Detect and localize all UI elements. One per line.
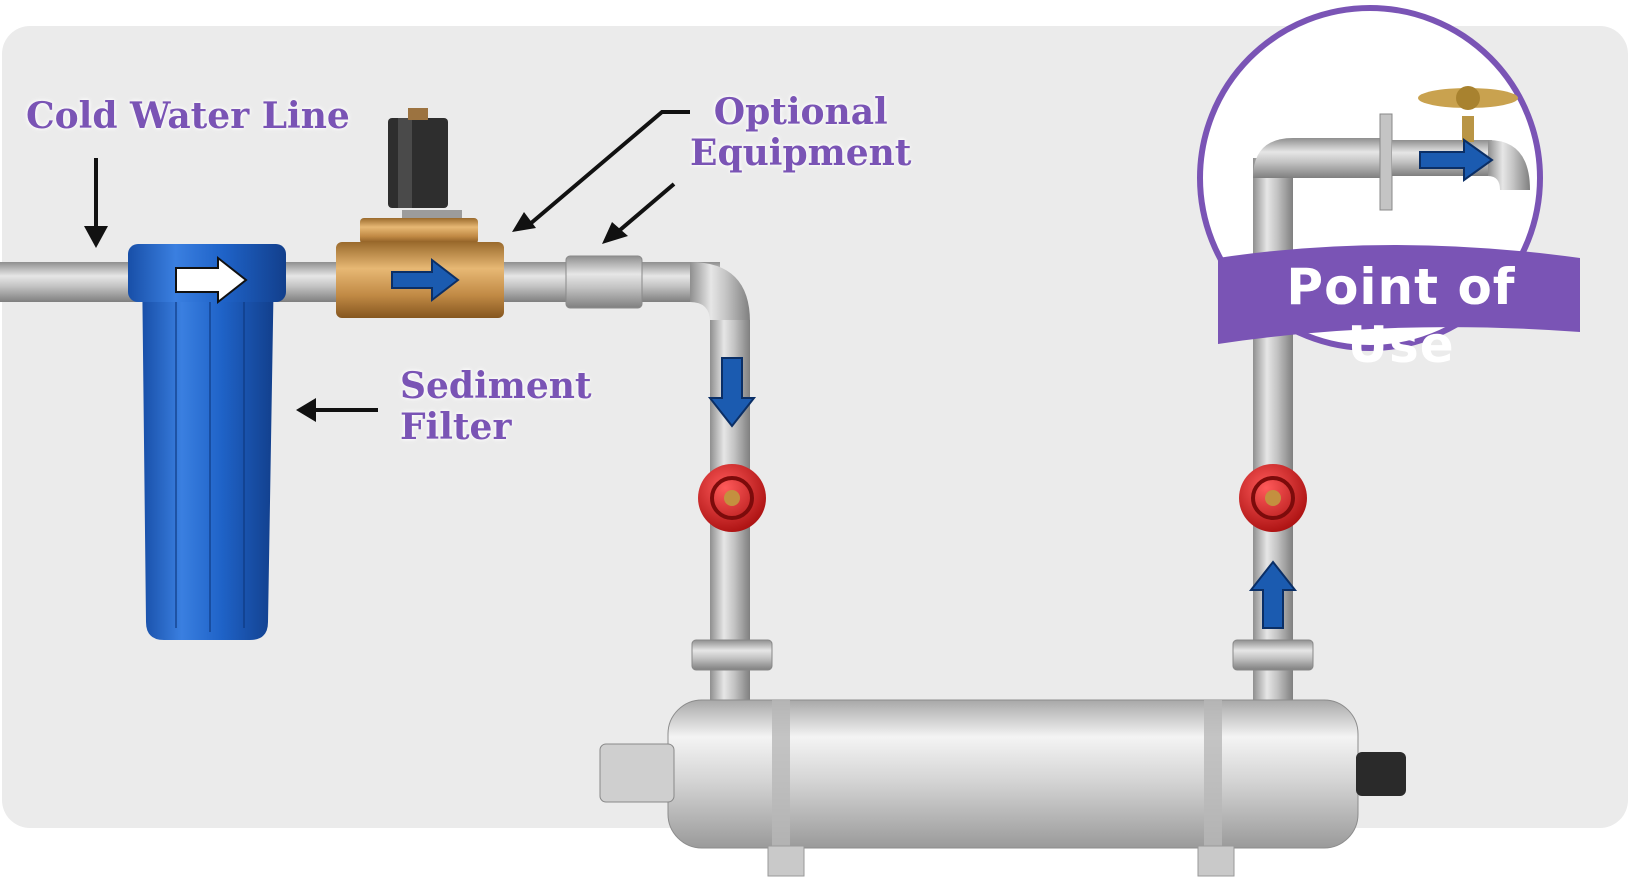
pointer-arrow-icon — [296, 398, 378, 422]
pointer-arrow-icon — [84, 158, 108, 248]
sediment-filter-line2: Filter — [400, 406, 512, 449]
sediment-filter — [128, 244, 286, 640]
pointer-arrow-icon — [512, 110, 690, 232]
arrow-right-icon — [707, 357, 757, 428]
gate-valve-icon — [698, 464, 766, 532]
gate-valve-icon — [1239, 464, 1307, 532]
arrow-right-icon — [175, 255, 248, 305]
arrow-right-icon — [1419, 138, 1494, 182]
point-of-use-banner — [1218, 245, 1580, 344]
optional-equipment-line2: Equipment — [690, 132, 912, 175]
solenoid-valve — [336, 108, 504, 318]
optional-equipment-line1: Optional — [713, 91, 888, 133]
point-of-use-inset — [1197, 5, 1580, 351]
pipe-elbow-left — [690, 262, 750, 322]
optional-equipment-label: Optional Equipment — [690, 91, 912, 175]
arrow-right-icon — [391, 257, 460, 303]
sediment-filter-label: Sediment Filter — [400, 365, 592, 449]
arrow-right-icon — [1248, 560, 1298, 629]
uv-chamber — [599, 699, 1406, 877]
pointer-arrow-icon — [602, 182, 676, 244]
pipe-nut — [691, 639, 773, 671]
pipe-nut — [1232, 639, 1314, 671]
sediment-filter-line1: Sediment — [400, 365, 592, 407]
point-of-use-label: Point of Use — [1286, 258, 1516, 374]
cold-water-line-label: Cold Water Line — [26, 95, 350, 137]
union-fitting — [565, 255, 643, 309]
